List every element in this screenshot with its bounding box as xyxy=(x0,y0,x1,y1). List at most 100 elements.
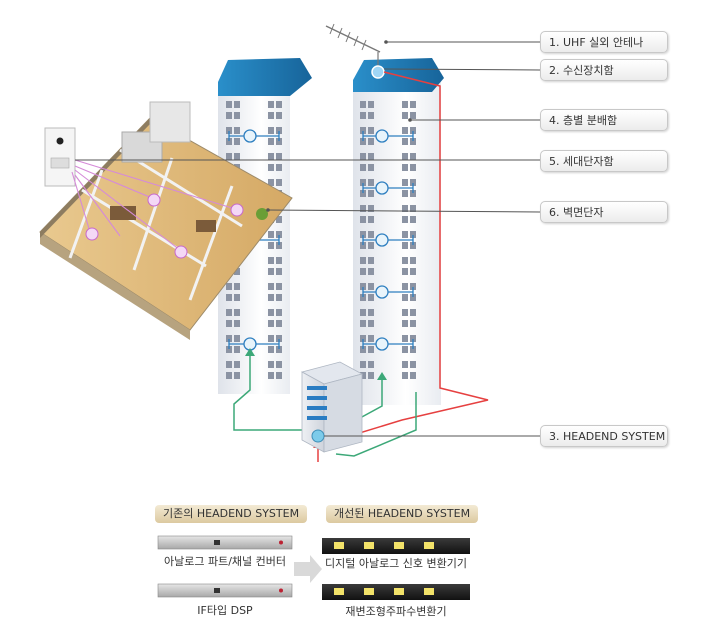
window xyxy=(410,361,416,368)
window xyxy=(234,361,240,368)
green-arrow-icon xyxy=(377,372,387,380)
callout-floor-splitter: 4. 층별 분배함 xyxy=(540,109,668,131)
window xyxy=(276,242,282,249)
legacy-device-2 xyxy=(157,583,293,598)
splitter-icon xyxy=(375,181,389,195)
splitter-icon xyxy=(243,129,257,143)
unit-box-icon xyxy=(44,127,76,187)
window xyxy=(276,216,282,223)
window xyxy=(368,231,374,238)
improved-item-label: 재변조형주파수변환기 xyxy=(345,605,447,618)
window xyxy=(360,127,366,134)
window xyxy=(360,231,366,238)
window xyxy=(234,320,240,327)
window xyxy=(276,164,282,171)
window xyxy=(276,361,282,368)
legacy-item-label: 아날로그 파트/채널 컨버터 xyxy=(163,555,287,568)
window xyxy=(360,361,366,368)
window xyxy=(226,283,232,290)
legacy-title-badge: 기존의 HEADEND SYSTEM xyxy=(155,505,308,523)
window xyxy=(402,153,408,160)
window xyxy=(410,346,416,353)
window xyxy=(268,335,274,342)
window xyxy=(234,127,240,134)
window xyxy=(226,294,232,301)
splitter-icon xyxy=(375,129,389,143)
window xyxy=(276,335,282,342)
window xyxy=(276,127,282,134)
window xyxy=(276,101,282,108)
window xyxy=(402,283,408,290)
window xyxy=(268,127,274,134)
window xyxy=(368,335,374,342)
window xyxy=(226,309,232,316)
window xyxy=(268,309,274,316)
window xyxy=(402,205,408,212)
window xyxy=(402,335,408,342)
window xyxy=(410,164,416,171)
window xyxy=(402,216,408,223)
window xyxy=(360,242,366,249)
window xyxy=(268,112,274,119)
window xyxy=(368,283,374,290)
window xyxy=(368,309,374,316)
window xyxy=(268,361,274,368)
window xyxy=(368,101,374,108)
window xyxy=(268,164,274,171)
window xyxy=(226,101,232,108)
window xyxy=(368,190,374,197)
window xyxy=(360,372,366,379)
splitter-icon xyxy=(375,233,389,247)
window xyxy=(360,320,366,327)
window xyxy=(360,268,366,275)
window xyxy=(360,179,366,186)
apartment-floorplan xyxy=(39,101,293,340)
window xyxy=(276,283,282,290)
building-right xyxy=(353,58,444,405)
window xyxy=(268,257,274,264)
green-arrow-icon xyxy=(245,348,255,356)
improved-title-badge: 개선된 HEADEND SYSTEM xyxy=(326,505,479,523)
window xyxy=(410,179,416,186)
window xyxy=(276,309,282,316)
window xyxy=(268,294,274,301)
window xyxy=(360,164,366,171)
antenna-icon xyxy=(325,23,381,66)
window xyxy=(234,138,240,145)
window xyxy=(402,179,408,186)
window xyxy=(276,346,282,353)
window xyxy=(402,101,408,108)
window xyxy=(226,320,232,327)
splitter-icon xyxy=(375,337,389,351)
window xyxy=(368,164,374,171)
window xyxy=(276,257,282,264)
window xyxy=(268,372,274,379)
window xyxy=(410,127,416,134)
window xyxy=(268,101,274,108)
window xyxy=(368,346,374,353)
window xyxy=(360,335,366,342)
window xyxy=(368,257,374,264)
window xyxy=(360,257,366,264)
window xyxy=(410,153,416,160)
window xyxy=(410,231,416,238)
window xyxy=(368,268,374,275)
window xyxy=(276,231,282,238)
window xyxy=(276,138,282,145)
callout-wall-outlet: 6. 벽면단자 xyxy=(540,201,668,223)
window xyxy=(276,268,282,275)
outlet-lines xyxy=(71,159,233,251)
splitter-icon xyxy=(375,285,389,299)
window xyxy=(276,320,282,327)
window xyxy=(402,242,408,249)
window xyxy=(226,153,232,160)
callout-antenna: 1. UHF 실외 안테나 xyxy=(540,31,668,53)
window xyxy=(410,138,416,145)
window xyxy=(368,216,374,223)
window xyxy=(368,372,374,379)
window xyxy=(368,112,374,119)
window xyxy=(226,361,232,368)
window xyxy=(268,346,274,353)
window xyxy=(402,112,408,119)
window xyxy=(410,112,416,119)
